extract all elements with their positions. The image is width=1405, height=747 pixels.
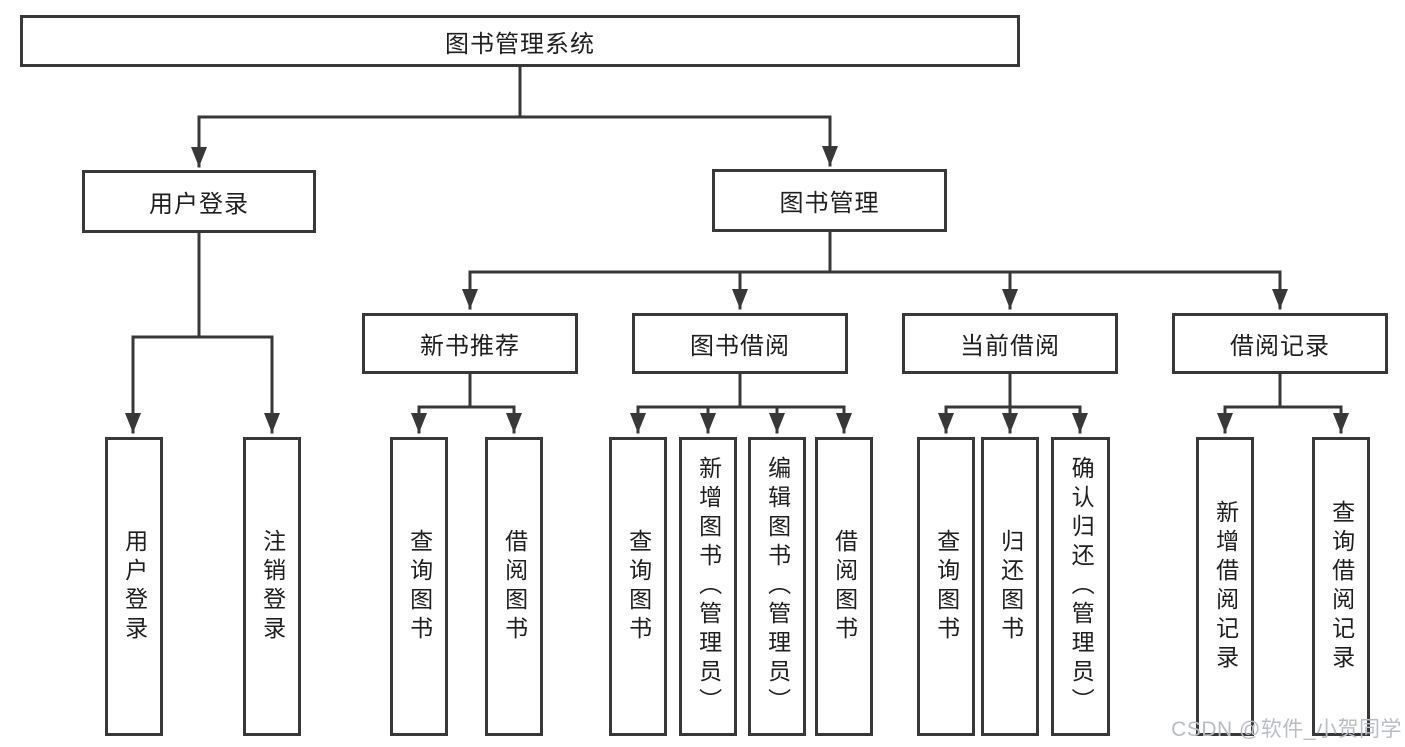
- node-book-management-system: 图书管理系统: [20, 15, 1020, 67]
- leaf-query-books-3: 查询图书: [917, 437, 975, 736]
- leaf-label: 查询借阅记录: [1328, 499, 1355, 674]
- node-book-management: 图书管理: [712, 169, 947, 232]
- leaf-label: 用户登录: [121, 528, 148, 645]
- node-current-borrowing: 当前借阅: [902, 313, 1118, 374]
- leaf-label: 归还图书: [997, 528, 1024, 645]
- leaf-query-borrow-record: 查询借阅记录: [1312, 437, 1370, 736]
- leaf-query-books-1: 查询图书: [390, 437, 448, 736]
- leaf-label: 确认归还（管理员）: [1068, 456, 1095, 717]
- leaf-label: 查询图书: [625, 528, 652, 645]
- leaf-label: 查询图书: [933, 528, 960, 645]
- leaf-confirm-return-admin: 确认归还（管理员）: [1051, 437, 1110, 736]
- node-book-borrowing: 图书借阅: [632, 313, 848, 374]
- leaf-label: 新增借阅记录: [1212, 499, 1239, 674]
- leaf-user-login: 用户登录: [105, 437, 163, 736]
- leaf-edit-books-admin: 编辑图书（管理员）: [748, 437, 806, 736]
- leaf-label: 注销登录: [259, 528, 286, 645]
- leaf-logout: 注销登录: [243, 437, 301, 736]
- leaf-label: 借阅图书: [831, 528, 858, 645]
- leaf-label: 查询图书: [406, 528, 433, 645]
- node-new-book-recommend: 新书推荐: [362, 313, 578, 374]
- leaf-query-books-2: 查询图书: [609, 437, 667, 736]
- leaf-return-books: 归还图书: [981, 437, 1039, 736]
- csdn-watermark: CSDN @软件_小贺同学: [1171, 718, 1402, 741]
- leaf-label: 新增图书（管理员）: [695, 456, 722, 717]
- leaf-label: 编辑图书（管理员）: [764, 456, 791, 717]
- leaf-borrow-books-2: 借阅图书: [815, 437, 873, 736]
- leaf-label: 借阅图书: [501, 528, 528, 645]
- leaf-borrow-books-1: 借阅图书: [485, 437, 543, 736]
- node-user-login: 用户登录: [82, 170, 316, 233]
- leaf-add-books-admin: 新增图书（管理员）: [679, 437, 737, 736]
- leaf-add-borrow-record: 新增借阅记录: [1196, 437, 1254, 736]
- node-borrowing-records: 借阅记录: [1172, 313, 1388, 374]
